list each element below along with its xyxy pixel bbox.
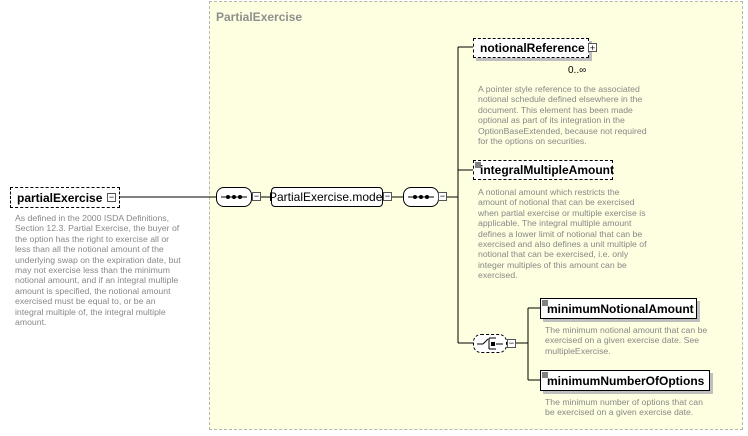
- integral-multiple-amount-description: A notional amount which restricts the am…: [478, 187, 647, 281]
- model-group-box[interactable]: PartialExercise.model: [268, 187, 386, 207]
- choice-compositor[interactable]: [473, 334, 507, 353]
- choice-icon: [477, 337, 503, 350]
- sequence-icon: [408, 195, 434, 199]
- minus-icon[interactable]: −: [252, 191, 261, 201]
- root-element-box[interactable]: partialExercise: [10, 187, 120, 208]
- minimum-notional-amount-element[interactable]: minimumNotionalAmount: [540, 298, 697, 319]
- plus-icon[interactable]: +: [588, 43, 597, 53]
- minimum-number-of-options-description: The minimum number of options that can b…: [545, 397, 703, 418]
- group-title: PartialExercise: [216, 10, 303, 24]
- minimum-notional-amount-name: minimumNotionalAmount: [547, 301, 694, 316]
- root-element-name: partialExercise: [17, 190, 103, 205]
- integral-multiple-amount-element[interactable]: integralMultipleAmount: [473, 160, 614, 180]
- minimum-number-of-options-element[interactable]: minimumNumberOfOptions: [540, 370, 710, 391]
- minus-icon[interactable]: −: [383, 191, 392, 201]
- group-panel: [209, 1, 743, 430]
- attribute-corner-icon: [475, 162, 481, 168]
- sequence-compositor-2[interactable]: [403, 187, 439, 207]
- notional-reference-cardinality: 0..∞: [568, 65, 587, 76]
- minus-icon[interactable]: −: [507, 338, 516, 348]
- notional-reference-element[interactable]: notionalReference: [473, 38, 589, 58]
- notional-reference-name: notionalReference: [480, 41, 585, 55]
- model-group-name: PartialExercise.model: [268, 190, 386, 204]
- minus-icon[interactable]: −: [107, 192, 116, 202]
- root-description: As defined in the 2000 ISDA Definitions,…: [15, 213, 181, 328]
- sequence-compositor-1[interactable]: [216, 187, 252, 207]
- notional-reference-description: A pointer style reference to the associa…: [478, 84, 647, 147]
- integral-multiple-amount-name: integralMultipleAmount: [480, 163, 614, 177]
- minimum-notional-amount-description: The minimum notional amount that can be …: [545, 325, 708, 356]
- minimum-number-of-options-name: minimumNumberOfOptions: [547, 373, 705, 388]
- minus-icon[interactable]: −: [438, 191, 447, 201]
- attribute-corner-icon: [542, 372, 548, 378]
- attribute-corner-icon: [542, 300, 548, 306]
- sequence-icon: [221, 195, 247, 199]
